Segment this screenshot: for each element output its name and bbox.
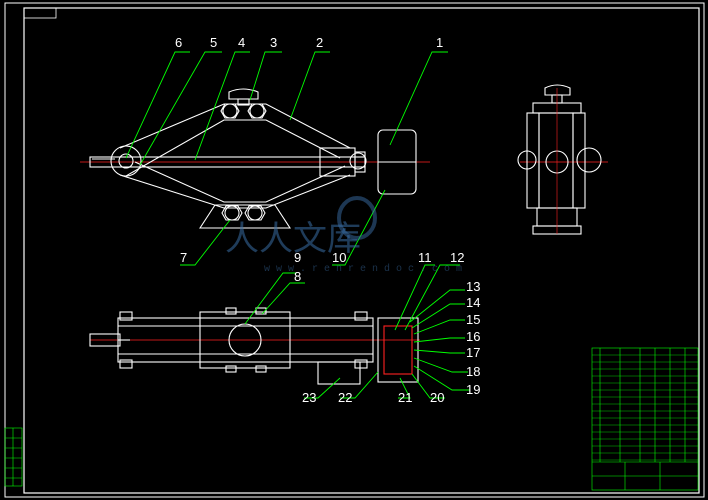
watermark-main-text: 人人文库 [225,219,361,259]
outer-border [4,2,705,498]
parts-list-table [591,347,699,491]
part-label-9: 9 [294,250,301,265]
top-view [89,307,420,385]
inner-border [23,7,700,494]
part-label-22: 22 [338,390,352,405]
part-label-18: 18 [466,364,480,379]
part-label-19: 19 [466,382,480,397]
part-label-13: 13 [466,279,480,294]
watermark: 人人文库 w w w . r e n r e n d o c . c o m [225,196,462,275]
part-label-6: 6 [175,35,182,50]
base [198,204,292,229]
part-label-7: 7 [180,250,187,265]
part-label-8: 8 [294,269,301,284]
corner-stamp [23,7,57,19]
part-labels: 6 5 4 3 2 1 7 10 9 8 11 12 13 14 15 16 1… [175,35,480,405]
part-label-5: 5 [210,35,217,50]
part-label-2: 2 [316,35,323,50]
watermark-sub-text: w w w . r e n r e n d o c . c o m [264,263,462,275]
side-view [517,84,608,235]
part-label-1: 1 [436,35,443,50]
binding-margin-table [4,427,23,487]
part-label-16: 16 [466,329,480,344]
part-label-3: 3 [270,35,277,50]
front-view [80,88,430,229]
part-label-10: 10 [332,250,346,265]
left-pivot [110,145,142,177]
part-label-23: 23 [302,390,316,405]
part-label-4: 4 [238,35,245,50]
part-label-21: 21 [398,390,412,405]
part-label-15: 15 [466,312,480,327]
saddle [228,88,259,100]
watermark-logo-icon [337,196,377,240]
part-label-11: 11 [418,250,432,265]
part-label-12: 12 [450,250,464,265]
part-label-14: 14 [466,295,480,310]
leader-lines [125,51,470,399]
part-label-20: 20 [430,390,444,405]
parts-list-rows [592,354,698,461]
part-label-17: 17 [466,345,480,360]
